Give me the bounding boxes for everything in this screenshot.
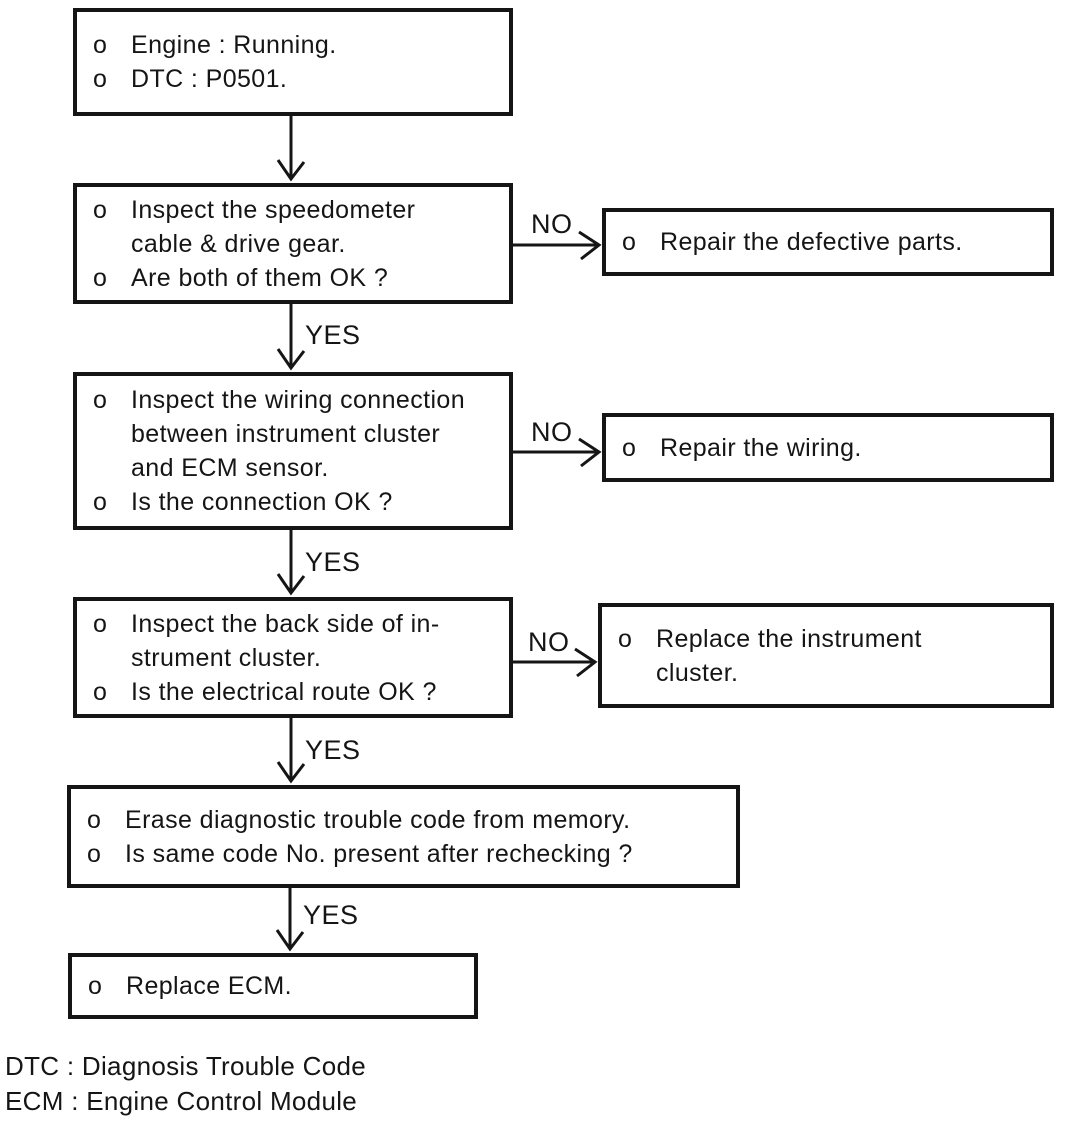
bullet-marker: o <box>622 433 636 462</box>
flow-node-erase-code: o Erase diagnostic trouble code from mem… <box>67 785 740 888</box>
bullet-marker: o <box>618 624 632 653</box>
flow-item-line: Is the electrical route OK ? <box>131 677 437 706</box>
flow-item-line: Repair the wiring. <box>660 433 862 462</box>
edge-label-no-3: NO <box>528 627 570 657</box>
arrowhead-right-1 <box>578 230 602 261</box>
flow-item-line: strument cluster. <box>131 643 322 672</box>
bullet-marker: o <box>93 677 107 706</box>
flow-item-line: Replace the instrument <box>656 624 922 653</box>
flow-item-line: Replace ECM. <box>126 972 292 1000</box>
flow-item: o Engine : Running. <box>93 28 503 62</box>
bullet-marker: o <box>93 263 107 292</box>
flow-node-repair-parts: o Repair the defective parts. <box>602 208 1054 276</box>
bullet-marker: o <box>93 195 107 224</box>
flow-item: o Replace ECM. <box>88 969 468 1003</box>
bullet-marker: o <box>93 65 107 93</box>
flow-node-replace-cluster: o Replace the instrument cluster. <box>598 603 1054 708</box>
flow-node-repair-wiring: o Repair the wiring. <box>602 413 1054 482</box>
flow-node-check-speedometer: o Inspect the speedometer cable & drive … <box>73 183 513 304</box>
flow-item-line: Repair the defective parts. <box>660 228 963 256</box>
flow-item-line: DTC : P0501. <box>131 65 288 93</box>
flow-item-line: Inspect the speedometer <box>131 195 416 224</box>
flow-item: o DTC : P0501. <box>93 62 503 96</box>
flow-item: o Is the connection OK ? <box>93 485 503 519</box>
bullet-marker: o <box>93 488 107 516</box>
edge-label-yes-1: YES <box>305 320 361 350</box>
arrowhead-right-3 <box>574 647 598 678</box>
arrowhead-down-1 <box>276 159 306 182</box>
bullet-marker: o <box>93 609 107 638</box>
arrowhead-right-2 <box>578 437 602 468</box>
flow-item: o Replace the instrument cluster. <box>618 622 1044 690</box>
edge-label-yes-3: YES <box>305 735 361 765</box>
legend-line-ecm: ECM : Engine Control Module <box>5 1086 358 1116</box>
flow-item-line: Erase diagnostic trouble code from memor… <box>125 805 631 834</box>
flow-node-check-backside: o Inspect the back side of in- strument … <box>73 597 513 718</box>
bullet-marker: o <box>88 972 102 1000</box>
flow-item: o Repair the wiring. <box>622 431 1044 465</box>
flow-item: o Erase diagnostic trouble code from mem… <box>87 803 730 837</box>
edge-label-no-1: NO <box>531 209 573 239</box>
flow-item-line: Is same code No. present after recheckin… <box>125 839 633 868</box>
arrowhead-down-5 <box>275 929 305 952</box>
bullet-marker: o <box>87 839 101 868</box>
flow-item: o Inspect the wiring connection between … <box>93 383 503 485</box>
flow-node-check-wiring: o Inspect the wiring connection between … <box>73 372 513 530</box>
flow-node-start: o Engine : Running. o DTC : P0501. <box>73 8 513 116</box>
arrowhead-down-4 <box>276 761 306 784</box>
bullet-marker: o <box>622 228 636 256</box>
bullet-marker: o <box>93 386 107 414</box>
flow-item-line: cable & drive gear. <box>131 229 346 258</box>
flow-item: o Repair the defective parts. <box>622 225 1044 259</box>
flow-item-line: Inspect the wiring connection <box>131 386 466 414</box>
flow-item-line: cluster. <box>656 658 739 687</box>
legend-line-dtc: DTC : Diagnosis Trouble Code <box>5 1051 366 1081</box>
flow-node-replace-ecm: o Replace ECM. <box>68 953 478 1019</box>
flow-item-line: Engine : Running. <box>131 31 337 59</box>
flow-item-line: Inspect the back side of in- <box>131 609 440 638</box>
edge-label-yes-2: YES <box>305 547 361 577</box>
flow-item-line: Are both of them OK ? <box>131 263 389 292</box>
flow-item-line: Is the connection OK ? <box>131 488 393 516</box>
flow-item-line: between instrument cluster <box>131 420 441 448</box>
flow-item: o Inspect the back side of in- strument … <box>93 607 503 675</box>
flow-item: o Inspect the speedometer cable & drive … <box>93 193 503 261</box>
flow-item: o Is same code No. present after recheck… <box>87 837 730 871</box>
bullet-marker: o <box>93 31 107 59</box>
edge-label-no-2: NO <box>531 417 573 447</box>
flow-item: o Are both of them OK ? <box>93 261 503 295</box>
edge-label-yes-4: YES <box>303 900 359 930</box>
arrowhead-down-2 <box>276 348 306 371</box>
bullet-marker: o <box>87 805 101 834</box>
flow-item-line: and ECM sensor. <box>131 454 329 482</box>
arrowhead-down-3 <box>276 573 306 596</box>
flow-item: o Is the electrical route OK ? <box>93 675 503 709</box>
